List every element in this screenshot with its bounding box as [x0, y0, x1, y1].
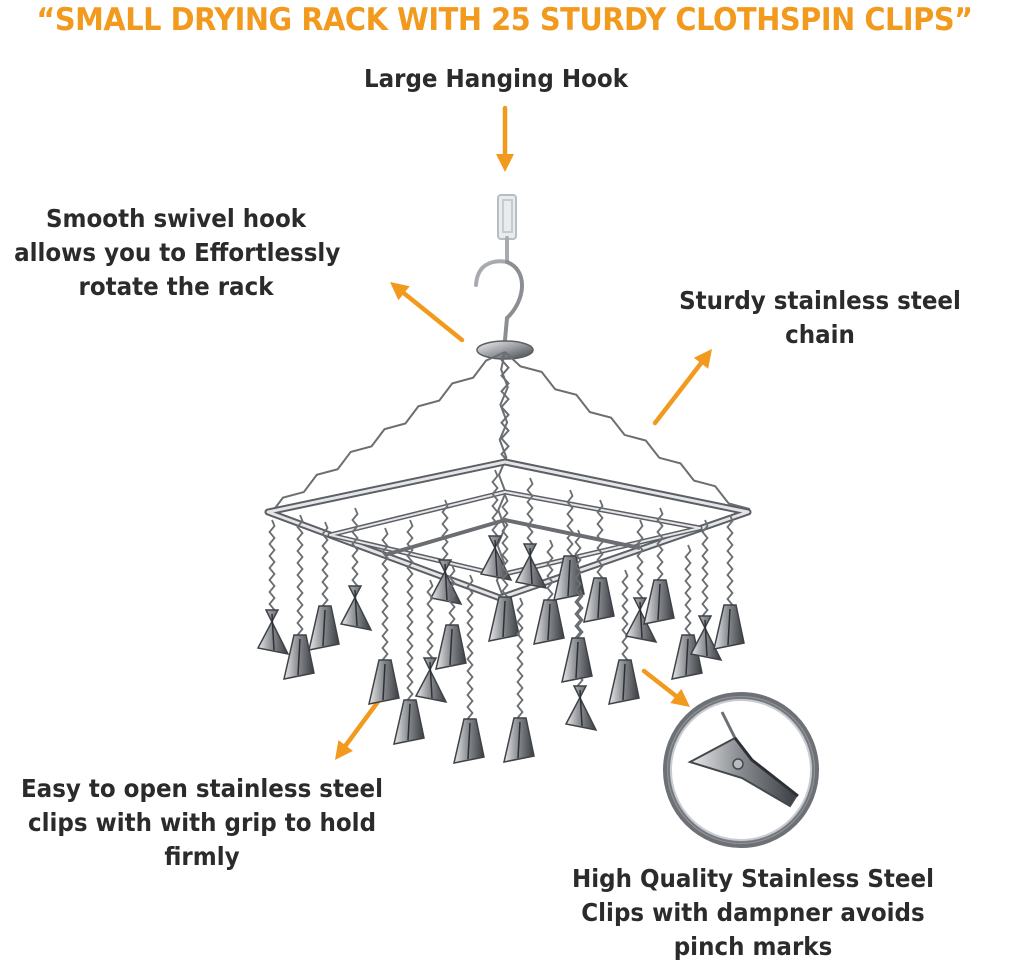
label-large-hanging-hook: Large Hanging Hook	[358, 62, 634, 96]
clothespin-clip	[583, 499, 615, 623]
chain-strand	[269, 351, 506, 516]
clothespin-clip	[308, 521, 340, 651]
clothespin-clips	[256, 469, 745, 764]
arrow-shaft	[401, 291, 465, 343]
label-line: allows you to Effortlessly	[14, 238, 341, 267]
clothespin-clip	[368, 527, 400, 705]
clothespin-clip	[643, 507, 675, 625]
label-line: Clips with dampner avoids	[581, 898, 925, 927]
arrow-head	[390, 282, 410, 301]
clothespin-clip	[256, 519, 290, 656]
label-line: Sturdy stainless steel	[679, 286, 961, 315]
clothespin-clip	[435, 564, 467, 670]
arrow-head	[670, 688, 690, 707]
clothespin-clip	[671, 544, 703, 680]
label-line: rotate the rack	[78, 272, 274, 301]
clothespin-clip	[393, 519, 425, 745]
clothespin-clip	[503, 597, 535, 763]
label-smooth-swivel-hook: Smooth swivel hook allows you to Effortl…	[14, 202, 341, 304]
hanging-hook	[474, 194, 534, 360]
label-line: pinch marks	[673, 932, 833, 961]
clothespin-clip	[713, 514, 745, 650]
label-line: chain	[785, 320, 855, 349]
clothespin-clip	[283, 514, 315, 680]
label-line: High Quality Stainless Steel	[571, 864, 935, 893]
label-sturdy-chain: Sturdy stainless steel chain	[673, 284, 967, 352]
clothespin-clip	[453, 574, 485, 764]
clothespin-clip	[561, 529, 593, 683]
clothespin-clip	[624, 519, 658, 644]
clothespin-clip	[533, 539, 565, 645]
label-line: Smooth swivel hook	[45, 204, 307, 233]
chain-strand	[504, 351, 751, 511]
label-high-quality-clips: High Quality Stainless Steel Clips with …	[564, 862, 941, 964]
arrow-head	[496, 154, 514, 172]
stainless-steel-chain	[269, 351, 751, 599]
label-easy-open-clips: Easy to open stainless steel clips with …	[16, 772, 388, 874]
clothespin-clip	[488, 494, 520, 642]
clip-closeup	[663, 692, 819, 848]
clothespin-clip	[429, 499, 463, 606]
label-line: firmly	[164, 842, 240, 871]
clothespin-clip	[514, 477, 548, 590]
arrow-head	[693, 349, 712, 369]
arrow-shaft	[652, 361, 704, 426]
clothespin-clip	[414, 579, 448, 704]
label-line: Large Hanging Hook	[363, 64, 629, 93]
arrow-shaft	[641, 668, 679, 699]
arrow-head	[335, 740, 353, 760]
clothespin-clip	[339, 507, 373, 632]
label-line: clips with with grip to hold	[27, 808, 377, 837]
label-line: Easy to open stainless steel	[20, 774, 384, 803]
clothespin-clip	[608, 569, 640, 705]
chain-strand	[495, 351, 509, 599]
page-title: “SMALL DRYING RACK WITH 25 STURDY CLOTHS…	[36, 2, 973, 38]
